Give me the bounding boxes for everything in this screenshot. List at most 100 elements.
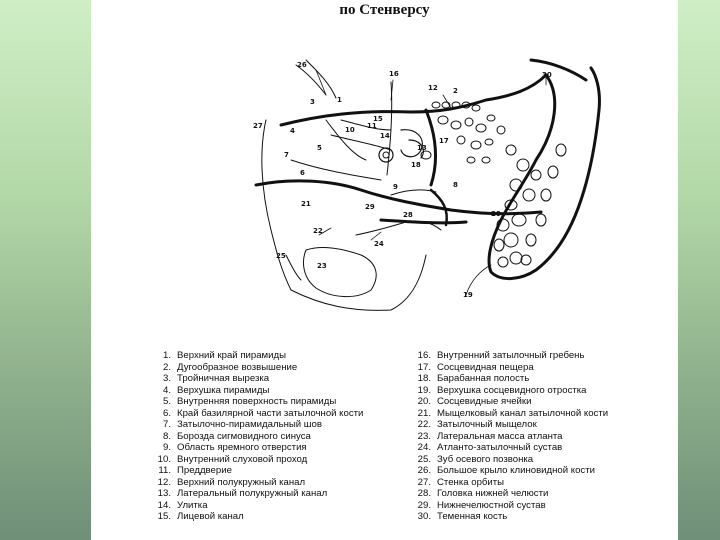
legend-item-number: 11. <box>158 465 171 476</box>
legend-item-number: 18. <box>417 373 431 384</box>
legend-item-text: Зуб осевого позвонка <box>437 453 534 465</box>
legend-item: 25. Зуб осевого позвонка <box>411 454 671 466</box>
slide: по Стенверсу <box>91 0 678 540</box>
label-27: 27 <box>253 122 263 130</box>
legend-item-number: 28. <box>417 488 431 499</box>
legend-item-text: Дугообразное возвышение <box>177 361 298 373</box>
label-11: 11 <box>367 122 377 130</box>
legend-item-text: Барабанная полость <box>437 373 530 384</box>
occipital-crest-line <box>386 81 393 176</box>
mastoid-outline <box>487 66 601 280</box>
legend-item: 21.Мыщелковый канал затылочной кости <box>411 408 671 420</box>
legend-item-number: 12. <box>157 476 171 488</box>
legend-item: 27. Стенка орбиты <box>411 477 671 489</box>
pyramid-upper-edge <box>279 73 548 127</box>
label-18: 18 <box>411 161 421 169</box>
legend-item-text: Улитка <box>177 499 208 511</box>
pyramid-base-line <box>254 179 543 216</box>
legend-item-number: 5. <box>162 396 171 407</box>
legend-item-number: 7. <box>162 419 171 430</box>
label-29: 29 <box>365 203 375 211</box>
legend-item: 12. Верхний полукружный канал <box>151 477 441 489</box>
legend-item-number: 23. <box>417 430 431 442</box>
legend-item-number: 29. <box>417 499 431 511</box>
label-14: 14 <box>380 132 390 140</box>
legend-item: 1. Верхний край пирамиды <box>151 350 441 362</box>
label-19: 19 <box>463 291 473 299</box>
temporal-bone-diagram: 1 2 3 4 5 6 7 8 9 10 11 12 13 14 15 16 1… <box>253 58 601 311</box>
label-2: 2 <box>453 87 458 95</box>
legend-item: 9. Область яремного отверстия <box>151 442 441 454</box>
legend-item-text: Тройничная вырезка <box>177 373 270 384</box>
label-5: 5 <box>317 144 322 152</box>
legend-item: 6. Край базилярной части затылочной кости <box>151 408 441 420</box>
label-8: 8 <box>453 181 458 189</box>
legend-item-text: Край базилярной части затылочной кости <box>177 407 364 419</box>
label-15: 15 <box>373 115 383 123</box>
legend-item-number: 1. <box>162 350 171 361</box>
legend-item-text: Верхний край пирамиды <box>177 350 287 361</box>
sphenoid-wing-line-2 <box>305 59 337 99</box>
legend-item-text: Область яремного отверстия <box>177 442 307 453</box>
legend-item-number: 30. <box>417 511 431 522</box>
legend-item-number: 10. <box>157 453 171 465</box>
label-9: 9 <box>393 183 398 191</box>
label-10: 10 <box>345 126 355 134</box>
legend-item: 5.Внутренняя поверхность пирамиды <box>151 396 441 408</box>
legend-item-text: Бороздa сигмовидного синуса <box>177 430 311 442</box>
legend-item-text: Затылочный мыщелок <box>437 419 537 430</box>
legend-item: 28. Головка нижней челюсти <box>411 488 671 500</box>
slide-title: по Стенверсу <box>339 2 430 18</box>
diagram-labels: 1 2 3 4 5 6 7 8 9 10 11 12 13 14 15 16 1… <box>253 61 552 299</box>
label-25: 25 <box>276 252 286 260</box>
legend-item-number: 26. <box>417 465 431 476</box>
legend-item: 15. Лицевой канал <box>151 511 441 523</box>
legend-item-text: Стенка орбиты <box>437 476 505 488</box>
label-26: 26 <box>297 61 307 69</box>
legend-item-text: Внутренний затылочный гребень <box>437 350 585 361</box>
legend-item-number: 22. <box>417 419 431 430</box>
label-3: 3 <box>310 98 315 106</box>
legend-item-text: Большое крыло клиновидной кости <box>437 465 595 476</box>
label-20: 20 <box>491 210 501 218</box>
legend-item-text: Латеральный полукружный канал <box>177 488 328 499</box>
legend-item-text: Сосцевидная пещера <box>437 361 534 373</box>
legend-item: 2.Дугообразное возвышение <box>151 362 441 374</box>
legend-item-number: 15. <box>157 511 171 522</box>
legend-item-text: Сосцевидные ячейки <box>437 396 532 407</box>
legend-item: 30.Теменная кость <box>411 511 671 523</box>
legend-item: 7. Затылочно-пирамидальный шов <box>151 419 441 431</box>
legend-item-text: Верхушка пирамиды <box>177 384 270 396</box>
legend-item-text: Затылочно-пирамидальный шов <box>177 419 322 430</box>
legend-item: 8. Бороздa сигмовидного синуса <box>151 431 441 443</box>
legend-item: 11. Преддверие <box>151 465 441 477</box>
legend-item-text: Внутренний слуховой проход <box>177 453 308 465</box>
legend-item-number: 27. <box>417 476 431 488</box>
legend-item-text: Верхний полукружный канал <box>177 476 306 488</box>
legend-item-text: Преддверие <box>177 465 232 476</box>
legend-item: 26. Большое крыло клиновидной кости <box>411 465 671 477</box>
legend-item: 22. Затылочный мыщелок <box>411 419 671 431</box>
label-24: 24 <box>374 240 384 248</box>
legend-item-text: Лицевой канал <box>177 511 244 522</box>
legend-item-number: 8. <box>162 430 171 442</box>
legend-item-number: 9. <box>162 442 171 453</box>
legend-item-number: 14. <box>157 499 171 511</box>
legend-item-number: 19. <box>417 384 431 396</box>
legend-item-number: 20. <box>417 396 431 407</box>
legend-item: 16.Внутренний затылочный гребень <box>411 350 671 362</box>
label-28: 28 <box>403 211 413 219</box>
sphenoid-wing-line <box>295 64 327 96</box>
label-6: 6 <box>300 169 305 177</box>
legend-item: 4.Верхушка пирамиды <box>151 385 441 397</box>
legend-item-text: Головка нижней челюсти <box>437 488 549 499</box>
legend-item: 13.Латеральный полукружный канал <box>151 488 441 500</box>
label-12: 12 <box>428 84 438 92</box>
legend-item-number: 25. <box>417 453 431 465</box>
legend-item-number: 6. <box>162 407 171 419</box>
legend-item-number: 21. <box>417 407 431 419</box>
label-4: 4 <box>290 127 295 135</box>
label-23: 23 <box>317 262 327 270</box>
